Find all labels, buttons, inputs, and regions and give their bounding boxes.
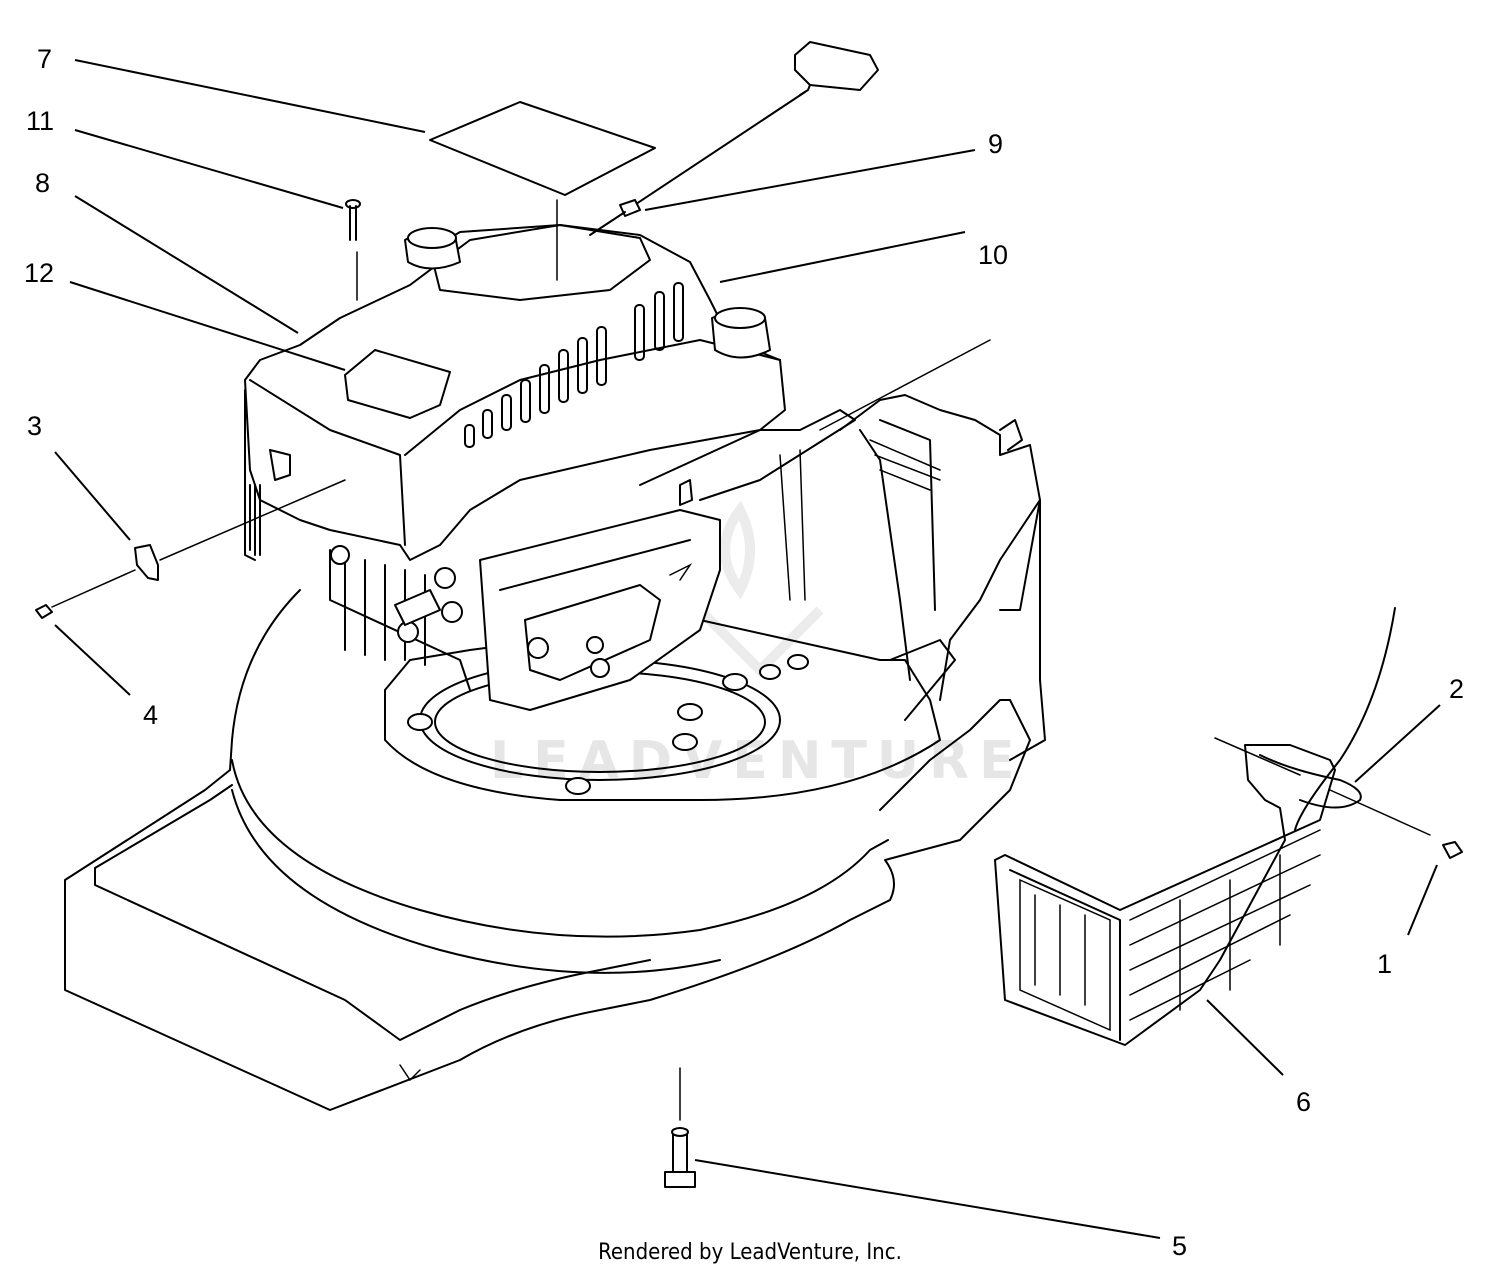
shroud-vents <box>464 282 684 448</box>
rear-housing <box>819 339 1041 721</box>
part-9-starter-handle <box>589 41 879 236</box>
callout-11: 11 <box>26 106 54 136</box>
part-12-label <box>344 349 451 419</box>
callout-12: 12 <box>24 258 54 288</box>
part-11-screw <box>345 199 361 301</box>
callout-10: 10 <box>978 240 1008 270</box>
callout-3: 3 <box>27 411 42 441</box>
engine <box>329 409 856 711</box>
engine-mounting-plate <box>384 619 941 801</box>
part-2-cable <box>1214 607 1431 836</box>
callout-8: 8 <box>35 168 50 198</box>
callout-5: 5 <box>1172 1231 1187 1261</box>
leader-lines <box>54 59 1441 1239</box>
callout-4: 4 <box>143 700 158 730</box>
callout-7: 7 <box>37 44 52 74</box>
callout-1: 1 <box>1377 949 1392 979</box>
callout-6: 6 <box>1296 1087 1311 1117</box>
callout-2: 2 <box>1449 674 1464 704</box>
part-7-decal <box>429 101 656 196</box>
engine-shroud <box>244 224 786 561</box>
part-1-screw <box>1442 841 1463 859</box>
callout-9: 9 <box>988 129 1003 159</box>
part-4-screw <box>35 569 136 619</box>
part-5-bolt <box>664 1067 696 1188</box>
part-6-shield <box>994 744 1336 1046</box>
callout-labels: 7 11 8 12 3 4 9 10 2 1 6 5 <box>24 44 1464 1261</box>
credit-text: Rendered by LeadVenture, Inc. <box>598 1240 902 1265</box>
mower-deck <box>64 499 1046 1111</box>
part-3-bracket <box>134 479 346 581</box>
